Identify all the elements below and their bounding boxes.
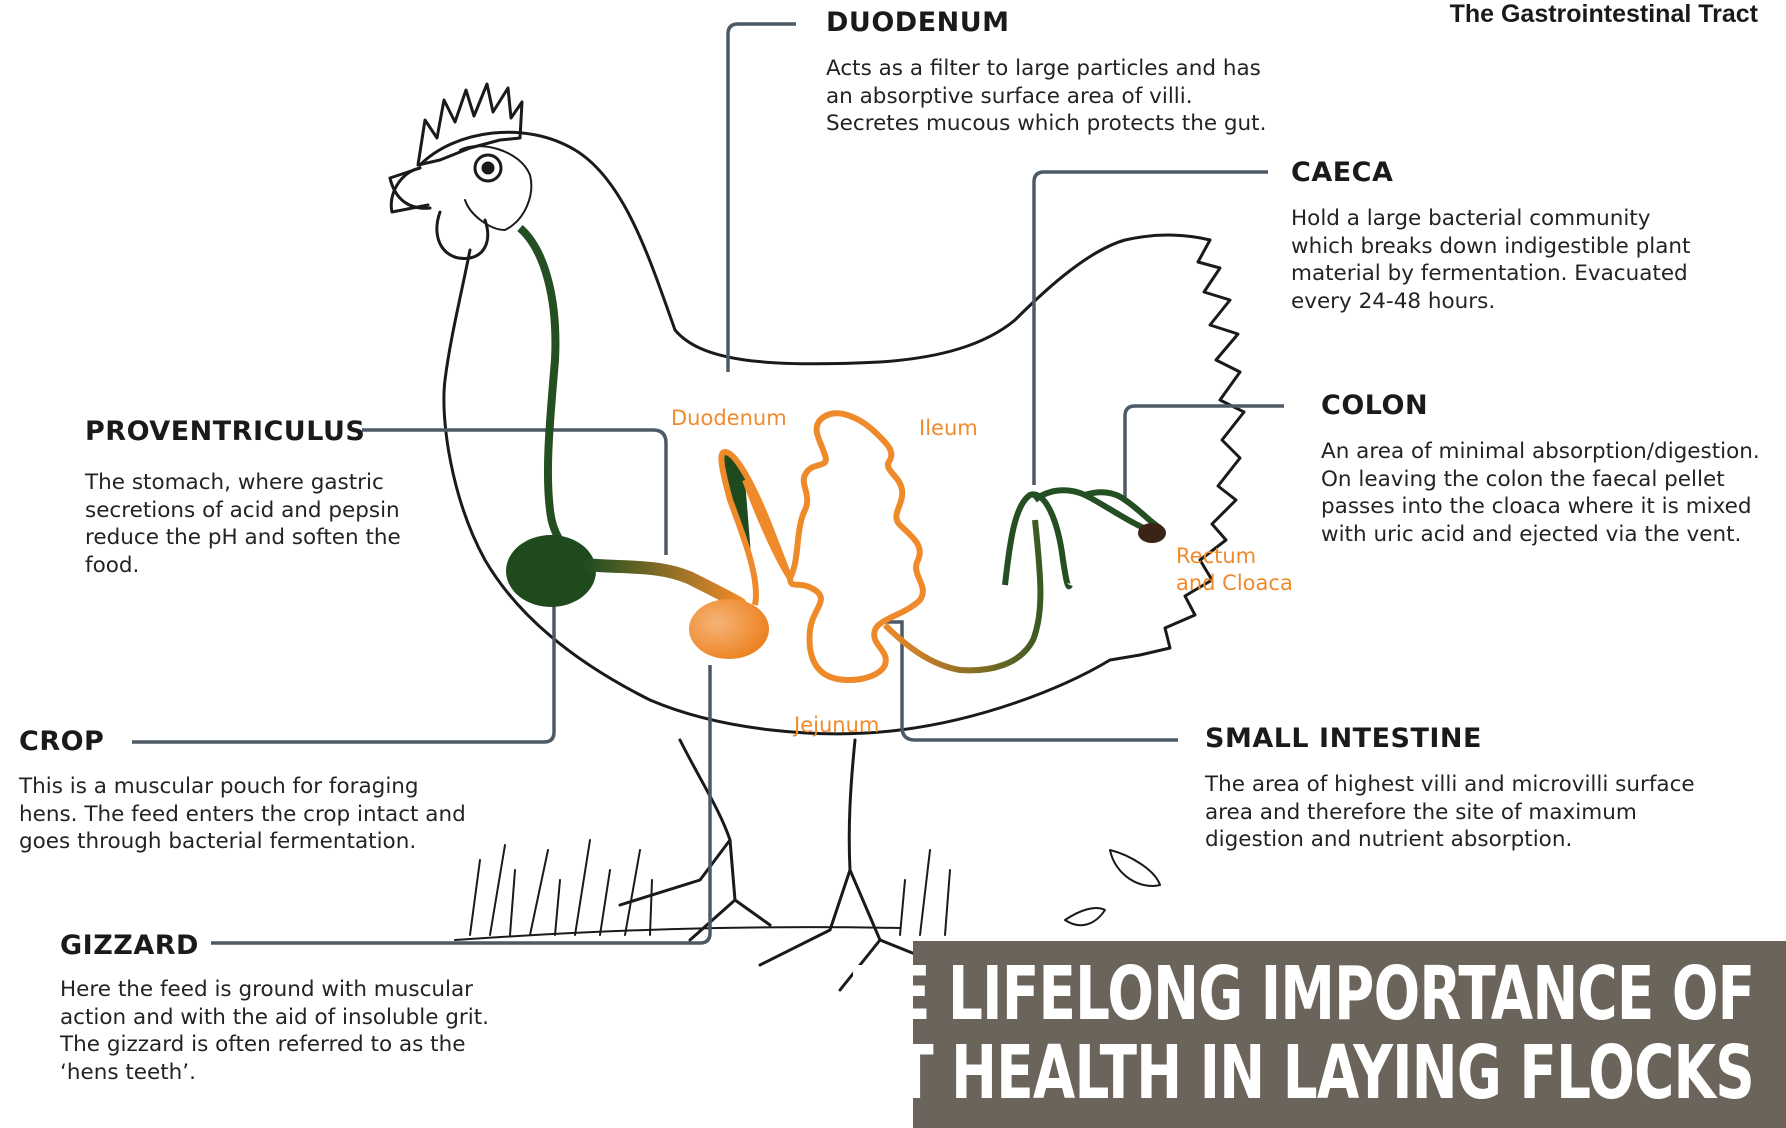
leader-caeca [1034,172,1268,485]
proventriculus-heading: PROVENTRICULUS [85,416,365,447]
leader-proventriculus [362,430,666,555]
caeca-line: every 24-48 hours. [1291,288,1690,316]
proventriculus-line: reduce the pH and soften the [85,524,401,552]
crop-line: This is a muscular pouch for foraging [19,773,466,801]
small-intestine-description: The area of highest villi and microvilli… [1205,771,1695,854]
organ-label-duodenum: Duodenum [671,406,787,430]
organ-label-cloaca: and Cloaca [1176,571,1293,595]
small-intestine-line: The area of highest villi and microvilli… [1205,771,1695,799]
esophagus [520,228,585,560]
colon-line: An area of minimal absorption/digestion. [1321,438,1760,466]
leader-duodenum [728,24,796,372]
proventriculus-line: The stomach, where gastric [85,469,401,497]
leader-colon [1125,406,1284,500]
gizzard-line: The gizzard is often referred to as the [60,1031,489,1059]
banner-line-2: GUT HEALTH IN LAYING FLOCKS [808,1030,1754,1116]
duodenum-description: Acts as a filter to large particles and … [826,55,1266,138]
crop-description: This is a muscular pouch for foraging he… [19,773,466,856]
caeca-line: which breaks down indigestible plant [1291,233,1690,261]
colon-description: An area of minimal absorption/digestion.… [1321,438,1760,548]
small-intestine-line: digestion and nutrient absorption. [1205,826,1695,854]
hen-outline [390,84,1244,990]
duodenum-line: Secretes mucous which protects the gut. [826,110,1266,138]
duodenum-organ [721,452,790,605]
colon-line: with uric acid and ejected via the vent. [1321,521,1760,549]
caeca-line: Hold a large bacterial community [1291,205,1690,233]
duodenum-line: Acts as a filter to large particles and … [826,55,1266,83]
small-intestine-line: area and therefore the site of maximum [1205,799,1695,827]
banner-line-1: THE LIFELONG IMPORTANCE OF [811,951,1754,1037]
cloaca-organ [1138,523,1166,543]
proventriculus-organ [590,565,740,604]
leader-crop [132,605,554,742]
proventriculus-line: food. [85,552,401,580]
gizzard-description: Here the feed is ground with muscular ac… [60,976,489,1086]
title-banner: THE LIFELONG IMPORTANCE OF GUT HEALTH IN… [913,941,1786,1128]
crop-line: hens. The feed enters the crop intact an… [19,801,466,829]
crop-organ [506,535,596,607]
leader-small-intestine [880,622,1178,740]
colon-line: passes into the cloaca where it is mixed [1321,493,1760,521]
gizzard-line: action and with the aid of insoluble gri… [60,1004,489,1032]
gizzard-heading: GIZZARD [60,930,199,961]
organ-label-jejunum: Jejunum [792,713,879,737]
gi-tract [506,228,1166,680]
crop-line: goes through bacterial fermentation. [19,828,466,856]
crop-heading: CROP [19,726,104,757]
duodenum-line: an absorptive surface area of villi. [826,83,1266,111]
colon-organ [1085,492,1160,528]
caeca-heading: CAECA [1291,157,1393,188]
caeca-description: Hold a large bacterial community which b… [1291,205,1690,315]
gizzard-line: ‘hens teeth’. [60,1059,489,1087]
gizzard-organ [689,599,769,659]
duodenum-heading: DUODENUM [826,7,1010,38]
proventriculus-description: The stomach, where gastric secretions of… [85,469,401,579]
small-intestine-heading: SMALL INTESTINE [1205,723,1482,754]
proventriculus-line: secretions of acid and pepsin [85,497,401,525]
ileum-tail [885,520,1040,670]
caeca-line: material by fermentation. Evacuated [1291,260,1690,288]
organ-label-ileum: Ileum [919,416,978,440]
gizzard-line: Here the feed is ground with muscular [60,976,489,1004]
colon-heading: COLON [1321,390,1428,421]
colon-line: On leaving the colon the faecal pellet [1321,466,1760,494]
organ-label-rectum: Rectum [1176,544,1256,568]
